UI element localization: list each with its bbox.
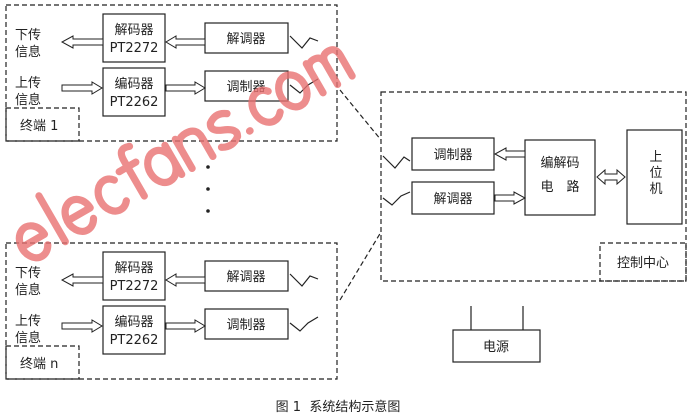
- demodulator-label: 解调器: [226, 32, 265, 47]
- watermark-letter: [61, 195, 98, 235]
- down-info-label: 信息: [15, 282, 41, 298]
- decoder-chip: PT2272: [110, 41, 159, 56]
- modulator-label: 调制器: [433, 148, 472, 163]
- terminal-1-label: 终端 1: [20, 118, 58, 134]
- wireless-links: [339, 89, 382, 301]
- terminal-n: 终端 n 下传 信息 上传 信息 解码器 PT2272 编码器 PT2262 解…: [5, 242, 338, 380]
- host-label: 位: [649, 166, 662, 181]
- watermark-logo: [15, 46, 356, 262]
- encoder-chip: PT2262: [110, 333, 159, 348]
- terminal-n-label: 终端 n: [20, 356, 58, 372]
- watermark-letter: [206, 109, 242, 151]
- encoder-label: 编码器: [114, 77, 153, 92]
- demodulator-label: 解调器: [433, 192, 472, 207]
- up-info-label: 上传: [15, 76, 41, 91]
- power-supply: 电源: [452, 306, 541, 363]
- down-info-label: 下传: [15, 28, 41, 43]
- watermark-letter: [171, 127, 217, 172]
- watermark-letter: [35, 192, 69, 246]
- up-info-label: 上传: [15, 314, 41, 329]
- decoder-label: 解码器: [114, 261, 153, 276]
- host-label: 上: [649, 150, 662, 165]
- encoder-label: 编码器: [114, 315, 153, 330]
- up-info-label: 信息: [15, 330, 41, 346]
- encoder-chip: PT2262: [110, 95, 159, 110]
- codec-label: 编解码: [540, 156, 579, 171]
- decoder-label: 解码器: [114, 23, 153, 38]
- modulator-label: 调制器: [226, 318, 265, 333]
- watermark-letter: [15, 222, 52, 262]
- down-info-label: 下传: [15, 266, 41, 281]
- control-center-label: 控制中心: [617, 256, 669, 271]
- watermark-letter: [94, 175, 130, 215]
- watermark-letter: [144, 141, 186, 187]
- watermark-letter: [115, 142, 148, 200]
- watermark-letter: [275, 71, 311, 111]
- host-label: 机: [649, 182, 662, 197]
- decoder-chip: PT2272: [110, 279, 159, 294]
- control-center: 控制中心 调制器 解调器 编解码 电 路 上 位 机: [380, 91, 687, 282]
- power-label: 电源: [483, 340, 509, 355]
- terminal-1: 终端 1 下传 信息 上传 信息 解码器 PT2272 编码器 PT2262 解…: [5, 4, 338, 142]
- watermark-letter: [302, 46, 356, 97]
- demodulator-label: 解调器: [226, 270, 265, 285]
- codec-label: 电 路: [540, 179, 579, 195]
- ellipsis-dots: [206, 165, 210, 213]
- watermark-letter: [248, 86, 284, 126]
- up-info-label: 信息: [15, 92, 41, 108]
- down-info-label: 信息: [15, 44, 41, 60]
- figure-caption: 图 1 系统结构示意图: [276, 399, 401, 415]
